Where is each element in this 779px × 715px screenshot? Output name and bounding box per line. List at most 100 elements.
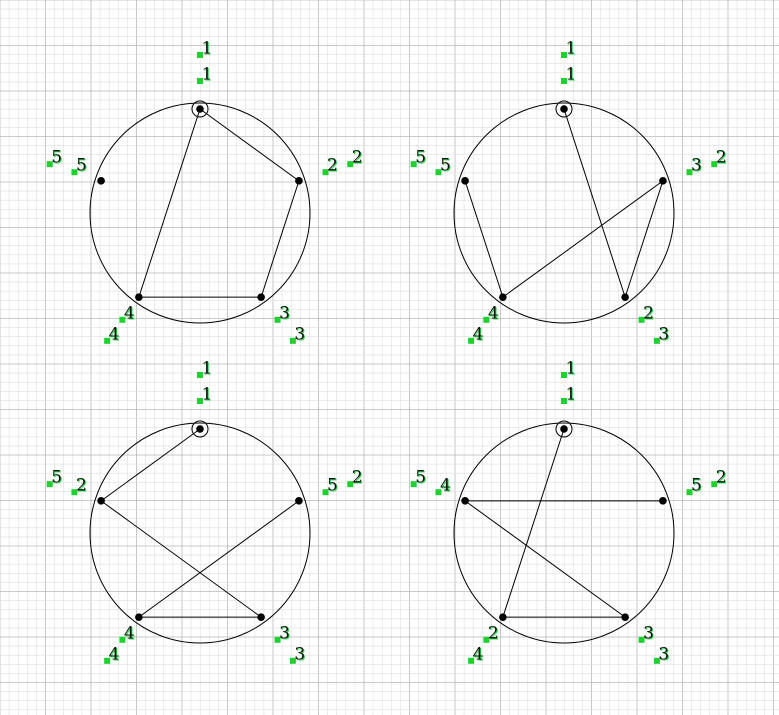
inner-order-label: 55: [71, 156, 88, 177]
label-marker: [686, 489, 693, 496]
label-shadow-text: 1: [567, 360, 578, 380]
outer-position-label: 33: [653, 324, 670, 345]
label-text: 2: [488, 623, 499, 643]
vertex-dot: [257, 613, 265, 621]
label-marker: [71, 169, 78, 176]
label-shadow-text: 3: [295, 325, 306, 345]
edge-line: [624, 180, 664, 298]
outer-position-label: 55: [410, 148, 427, 169]
start-vertex-ring: [191, 100, 209, 118]
label-marker: [561, 52, 567, 58]
vertex-dot: [135, 613, 143, 621]
label-marker: [653, 657, 660, 664]
label-text: 4: [440, 476, 451, 496]
label-shadow-text: 3: [295, 645, 306, 665]
label-text: 3: [691, 156, 702, 176]
outer-position-label: 22: [347, 148, 364, 169]
vertex-dot: [295, 497, 303, 505]
label-marker: [561, 372, 567, 378]
label-text: 2: [716, 468, 727, 488]
edge-line: [138, 500, 300, 618]
label-marker: [435, 169, 442, 176]
label-marker: [274, 316, 281, 323]
label-text: 1: [202, 359, 213, 379]
vertex-dot: [97, 497, 105, 505]
edge-line: [138, 108, 201, 298]
label-shadow-text: 2: [77, 477, 88, 497]
label-text: 5: [51, 468, 62, 488]
label-marker: [483, 316, 490, 323]
inner-order-label: 44: [435, 476, 452, 497]
label-marker: [653, 337, 660, 344]
label-shadow-text: 5: [692, 477, 703, 497]
label-marker: [686, 169, 693, 176]
label-marker: [104, 657, 111, 664]
outer-position-label: 33: [289, 644, 306, 665]
label-shadow-text: 3: [692, 157, 703, 177]
label-text: 5: [415, 468, 426, 488]
label-shadow-text: 4: [125, 624, 136, 644]
outer-position-label: 22: [711, 148, 728, 169]
label-marker: [119, 316, 126, 323]
label-shadow-text: 3: [280, 624, 291, 644]
label-shadow-text: 1: [203, 360, 214, 380]
label-text: 3: [658, 644, 669, 664]
label-marker: [197, 398, 203, 404]
inner-order-label: 11: [561, 65, 577, 86]
inner-order-label: 33: [686, 156, 703, 177]
circle-outline: [453, 102, 675, 324]
label-marker: [197, 52, 203, 58]
label-marker: [322, 489, 329, 496]
outer-position-label: 44: [104, 324, 120, 345]
inner-order-label: 22: [322, 156, 339, 177]
outer-position-label: 44: [468, 644, 484, 665]
label-shadow-text: 4: [110, 325, 121, 345]
inner-order-label: 55: [435, 156, 452, 177]
vertex-dot: [499, 293, 507, 301]
label-text: 3: [294, 644, 305, 664]
vertex-dot: [659, 497, 667, 505]
edge-line: [464, 180, 504, 298]
label-shadow-text: 4: [489, 304, 500, 324]
edge-line: [199, 108, 300, 182]
label-shadow-text: 3: [659, 645, 670, 665]
label-shadow-text: 1: [567, 66, 578, 86]
vertex-dot: [560, 105, 568, 113]
label-text: 2: [327, 156, 338, 176]
label-shadow-text: 1: [203, 386, 214, 406]
inner-order-label: 44: [483, 303, 500, 324]
inner-order-label: 33: [274, 623, 291, 644]
vertex-dot: [621, 613, 629, 621]
label-text: 5: [51, 148, 62, 168]
edge-line: [100, 500, 262, 618]
label-text: 4: [109, 644, 120, 664]
label-text: 4: [124, 623, 135, 643]
label-marker: [711, 161, 718, 168]
label-text: 3: [658, 324, 669, 344]
vertex-dot: [621, 293, 629, 301]
inner-order-label: 44: [119, 623, 136, 644]
label-text: 4: [488, 303, 499, 323]
label-shadow-text: 4: [474, 645, 485, 665]
inner-order-label: 22: [71, 476, 88, 497]
label-text: 1: [202, 385, 213, 405]
start-vertex-ring: [191, 420, 209, 438]
label-text: 5: [440, 156, 451, 176]
inner-order-label: 55: [322, 476, 339, 497]
label-text: 4: [473, 324, 484, 344]
label-shadow-text: 5: [416, 149, 427, 169]
label-shadow-text: 5: [416, 469, 427, 489]
edge-line: [260, 180, 300, 298]
label-marker: [561, 398, 567, 404]
label-marker: [483, 636, 490, 643]
label-text: 1: [566, 39, 577, 59]
label-text: 3: [279, 303, 290, 323]
outer-position-label: 44: [468, 324, 484, 345]
vertex-dot: [499, 613, 507, 621]
inner-order-label: 33: [274, 303, 291, 324]
edge-line: [464, 500, 626, 618]
